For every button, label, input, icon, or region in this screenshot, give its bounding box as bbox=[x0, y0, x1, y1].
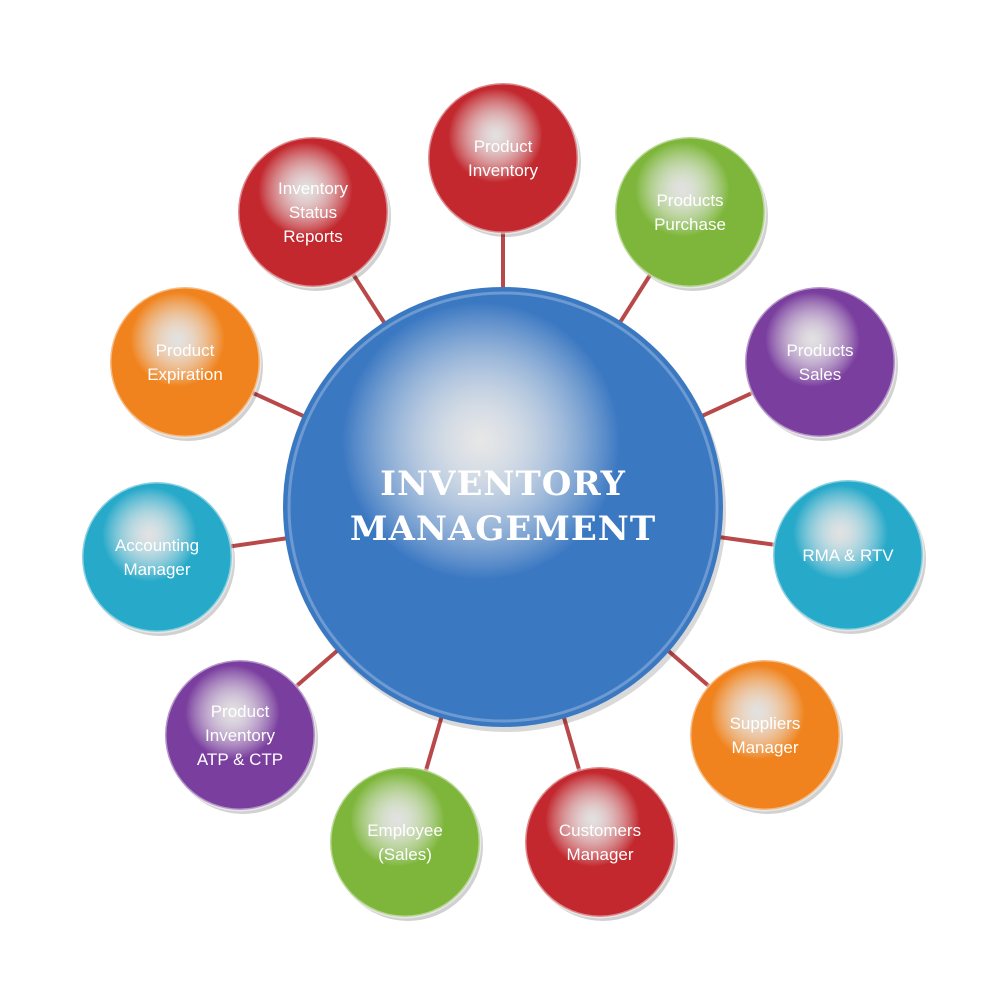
node-label-line: Purchase bbox=[654, 215, 726, 234]
node-label-line: Suppliers bbox=[730, 714, 801, 733]
node-circle bbox=[743, 285, 897, 439]
node-label-line: Employee bbox=[367, 821, 443, 840]
node-circle bbox=[80, 480, 234, 634]
connector-line bbox=[560, 712, 583, 776]
node-label-line: Inventory bbox=[468, 161, 538, 180]
connector-line bbox=[697, 389, 758, 420]
connector-line bbox=[225, 535, 291, 549]
node-label-line: Customers bbox=[559, 821, 641, 840]
node-label-line: Product bbox=[211, 702, 270, 721]
node-label-line: ATP & CTP bbox=[197, 750, 283, 769]
node-label-line: Products bbox=[656, 191, 723, 210]
connector-line bbox=[349, 269, 389, 328]
node-label-line: RMA & RTV bbox=[802, 546, 894, 565]
node-circle bbox=[688, 658, 842, 812]
nodes: ProductInventoryProductsPurchaseProducts… bbox=[80, 81, 926, 921]
node-circle bbox=[163, 658, 317, 812]
connectors bbox=[225, 228, 779, 776]
node-circle bbox=[771, 478, 925, 632]
node-rma-rtv: RMA & RTV bbox=[771, 478, 926, 634]
node-label-line: Sales bbox=[799, 365, 842, 384]
node-circle bbox=[236, 135, 390, 289]
node-label-line: Status bbox=[289, 203, 337, 222]
node-circle bbox=[426, 81, 580, 235]
node-circle bbox=[328, 765, 482, 919]
hub-disc bbox=[283, 287, 723, 727]
node-label-line: Products bbox=[786, 341, 853, 360]
node-label-line: (Sales) bbox=[378, 845, 432, 864]
node-circle bbox=[523, 765, 677, 919]
node-label-line: Reports bbox=[283, 227, 343, 246]
node-label-line: Manager bbox=[123, 560, 190, 579]
node-label-line: Expiration bbox=[147, 365, 223, 384]
node-label-line: Manager bbox=[731, 738, 798, 757]
connector-line bbox=[663, 646, 714, 691]
hub-title-line-2: MANAGEMENT bbox=[350, 509, 656, 549]
node-employee-sales: Employee (Sales) bbox=[328, 765, 483, 921]
node-label-line: Inventory bbox=[278, 179, 348, 198]
connector-line bbox=[291, 646, 342, 691]
connector-line bbox=[422, 712, 445, 776]
hub-circle: INVENTORY MANAGEMENT bbox=[283, 287, 726, 732]
node-label-line: Product bbox=[474, 137, 533, 156]
node-label-line: Manager bbox=[566, 845, 633, 864]
node-label-line: Inventory bbox=[205, 726, 275, 745]
node-label-line: Accounting bbox=[115, 536, 199, 555]
hub-title-line-1: INVENTORY bbox=[380, 464, 626, 504]
node-circle bbox=[108, 285, 262, 439]
connector-line bbox=[616, 270, 655, 327]
connector-line bbox=[715, 534, 779, 548]
connector-line bbox=[247, 389, 309, 420]
node-circle bbox=[613, 135, 767, 289]
node-label-line: Product bbox=[156, 341, 215, 360]
